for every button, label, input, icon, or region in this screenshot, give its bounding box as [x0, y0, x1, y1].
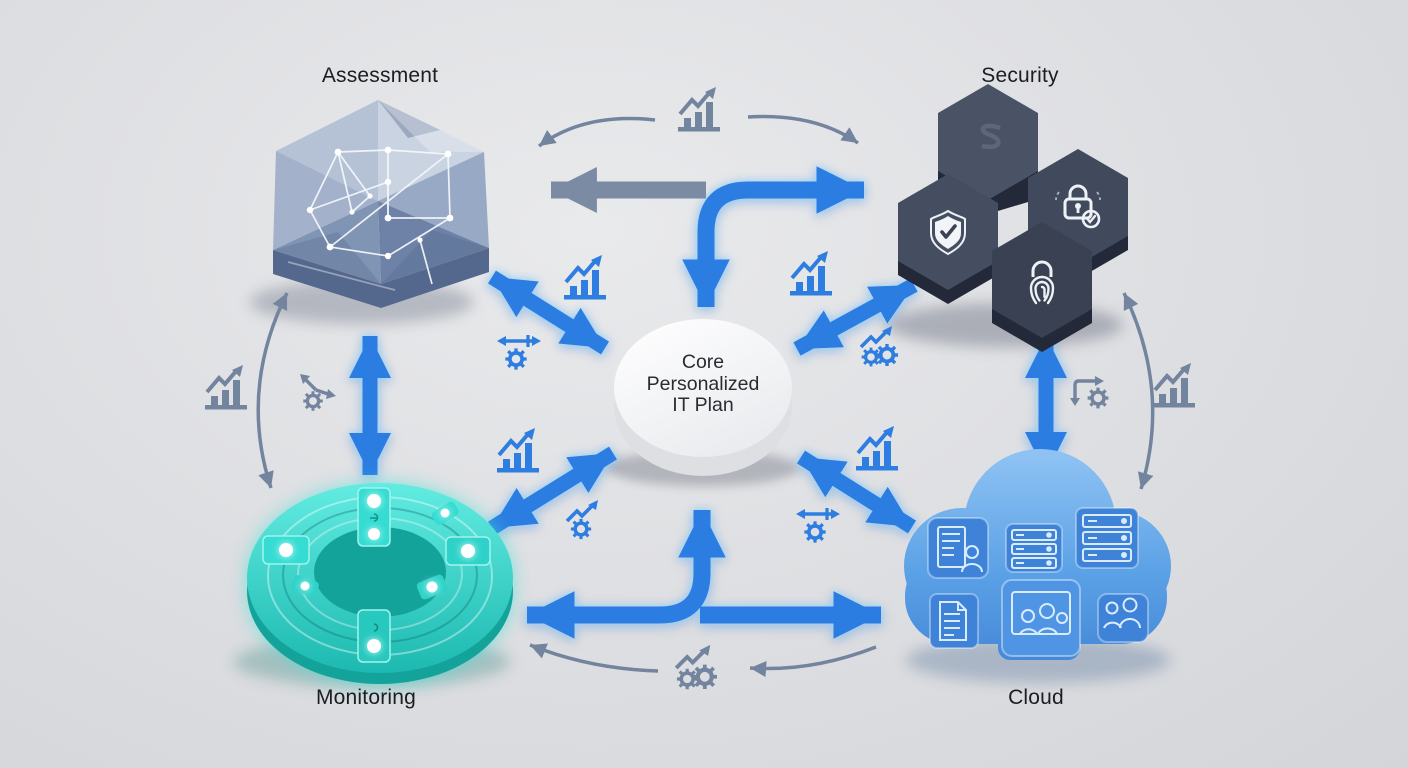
arc-left	[256, 292, 289, 489]
branch-gear-icon-right	[1070, 376, 1108, 408]
chart-icon-lower-left	[495, 426, 541, 475]
cloud-node	[904, 449, 1171, 660]
server-rack-icon-2	[1082, 514, 1132, 562]
gem-network-dots	[306, 146, 454, 260]
arc-bottom-right	[749, 645, 877, 678]
hex-bottom	[992, 222, 1092, 338]
monitoring-label: Monitoring	[315, 686, 417, 709]
chart-icon-lower-right	[854, 424, 900, 473]
outer-cycle-arcs	[256, 114, 1155, 678]
server-rack-icon	[1011, 529, 1057, 569]
s-logo-glyph	[980, 123, 1001, 150]
arc-top-right	[747, 114, 860, 145]
chart-icon-right	[1151, 361, 1197, 410]
shield-check-icon	[930, 209, 966, 256]
doc-person-icon	[937, 526, 983, 573]
assessment-label: Assessment	[321, 64, 439, 87]
zigzag-gear-icon-lower-left	[567, 500, 598, 539]
disc-top	[614, 319, 792, 457]
chart-icon-upper-left	[562, 253, 608, 302]
lock-fingerprint-icon	[1029, 260, 1055, 305]
arrow-bottom-left-to-center	[527, 510, 726, 639]
chart-icon-top	[676, 85, 722, 134]
monitoring-node	[247, 483, 513, 684]
arc-bottom-left	[529, 643, 659, 673]
users-icon	[1103, 597, 1141, 629]
gem-network-lines	[287, 149, 451, 291]
zigzag-gears-icon-upper-right	[861, 326, 898, 366]
center-line-3: IT Plan	[672, 394, 734, 416]
cloud-tiles	[927, 507, 1149, 657]
center-line-1: Core	[681, 351, 725, 373]
cloud-label: Cloud	[1008, 686, 1064, 709]
chart-icon-left	[203, 363, 249, 412]
chart-icon-upper-right	[788, 249, 834, 298]
arrow-cloud-center	[796, 450, 917, 534]
meeting-icon	[1011, 591, 1071, 635]
arrow-security-center	[793, 278, 918, 356]
arrow-top-to-center	[682, 166, 864, 307]
lock-check-icon	[1055, 184, 1101, 229]
center-disc-label: Core Personalized IT Plan	[603, 351, 803, 417]
center-node	[614, 319, 792, 476]
security-label: Security	[981, 64, 1059, 87]
double-arrow-gear-icon-upper-left	[497, 335, 541, 370]
double-arrow-gear-icon-lower-right	[796, 508, 840, 543]
document-icon	[939, 601, 967, 641]
assessment-node	[273, 100, 489, 308]
diverge-gear-icon-left	[300, 374, 336, 411]
center-line-2: Personalized	[646, 372, 760, 395]
ring-top	[247, 483, 513, 673]
hex-top	[938, 84, 1038, 200]
arc-top-left	[537, 116, 656, 148]
gem-side	[273, 248, 489, 308]
zigzag-gears-icon-bottom	[676, 645, 717, 689]
arrow-assessment-center	[488, 270, 609, 355]
arrow-monitoring-center	[488, 446, 617, 535]
ring-lights	[279, 494, 475, 653]
arc-right	[1122, 292, 1155, 490]
security-node	[898, 84, 1128, 352]
